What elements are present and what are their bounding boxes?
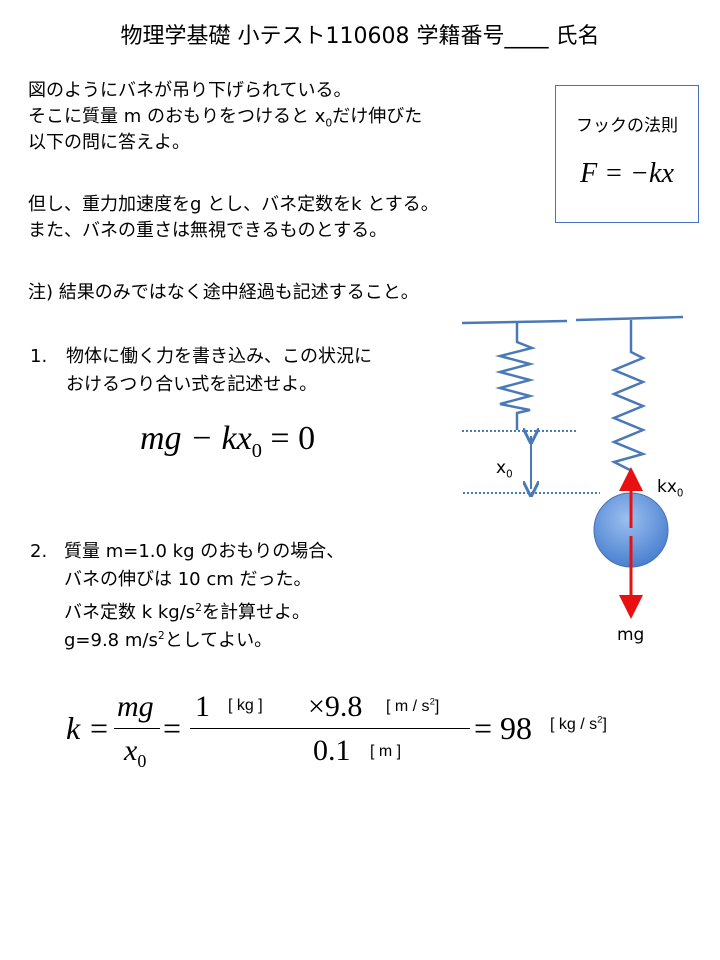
page-title: 物理学基礎 小テスト110608 学籍番号____ 氏名 — [120, 24, 600, 49]
result-98: = 98 — [474, 710, 533, 746]
unit-kg-s2: [ kg / s2] — [550, 715, 607, 734]
times-9-8: ×9.8 — [308, 690, 363, 723]
x0-label: x0 — [496, 458, 513, 481]
equals-1: = — [90, 710, 109, 746]
q2-line-3: バネ定数 k kg/s2を計算せよ。 — [64, 601, 311, 623]
mg-label: mg — [617, 625, 645, 645]
q2-line-2: バネの伸びは 10 cm だった。 — [64, 569, 312, 590]
assume-line-1: 但し、重力加速度をg とし、バネ定数をk とする。 — [28, 194, 439, 215]
q1-answer: mg − kx0 = 0 — [140, 420, 316, 462]
hooke-law-box: フックの法則 F = −kx — [555, 85, 699, 223]
fraction-mg: mg — [117, 690, 154, 723]
hooke-formula: F = −kx — [580, 158, 674, 189]
q1-number: 1. — [30, 346, 48, 367]
q1-line-1: 物体に働く力を書き込み、この状況に — [66, 346, 372, 367]
numerator-1: 1 — [195, 690, 210, 723]
fraction-x0: x0 — [124, 734, 147, 771]
ceiling-right — [575, 315, 684, 322]
intro-line-3: 以下の問に答えよ。 — [28, 132, 190, 153]
q2-line-4: g=9.8 m/s2としてよい。 — [64, 629, 273, 651]
fraction-bar-2 — [190, 728, 470, 729]
spring-loaded — [610, 320, 647, 472]
denominator-0-1: 0.1 — [313, 734, 351, 767]
hooke-title: フックの法則 — [576, 116, 678, 136]
intro-line-1: 図のようにバネが吊り下げられている。 — [28, 80, 352, 101]
intro-line-2: そこに質量 m のおもりをつけると x0だけ伸びた — [28, 106, 423, 130]
kx0-label: kx0 — [657, 477, 684, 500]
equals-2: = — [163, 710, 182, 746]
k-symbol: k — [66, 710, 81, 746]
unit-m-s2: [ m / s2] — [386, 697, 440, 716]
q2-line-1: 質量 m=1.0 kg のおもりの場合、 — [64, 541, 345, 562]
spring-unloaded — [495, 322, 537, 430]
q1-line-2: おけるつり合い式を記述せよ。 — [66, 374, 318, 395]
ceiling-left — [461, 319, 568, 325]
unit-kg: [ kg ] — [228, 697, 263, 714]
unit-m: [ m ] — [370, 743, 402, 760]
note: 注) 結果のみではなく途中経過も記述すること。 — [28, 282, 419, 303]
q2-number: 2. — [30, 541, 48, 562]
assume-line-2: また、バネの重さは無視できるものとする。 — [28, 220, 388, 241]
fraction-bar-1 — [114, 728, 160, 729]
